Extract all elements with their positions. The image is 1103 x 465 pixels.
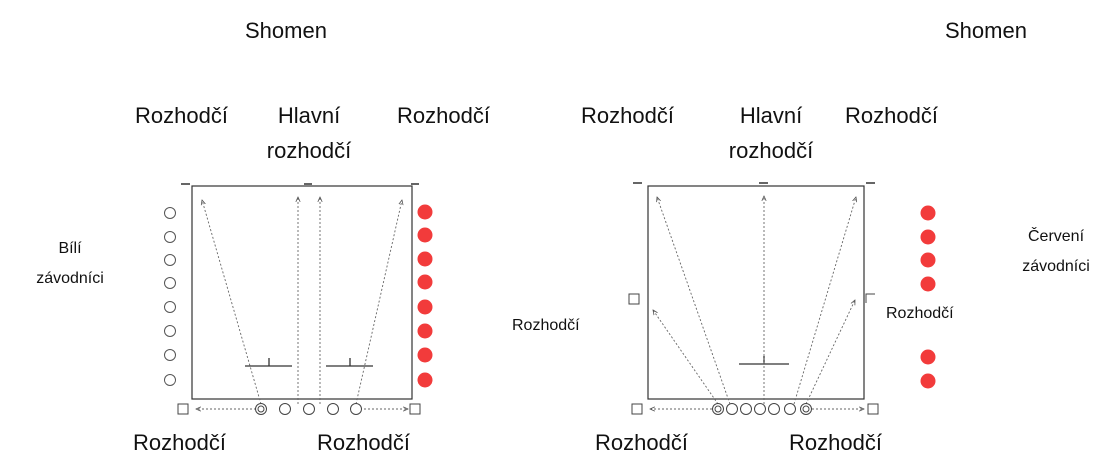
referee-chair [177,403,189,415]
judge-seat [303,403,315,415]
white-competitor [164,207,176,219]
referee-chair [631,403,643,415]
judge-seat [784,403,796,415]
referee-label-right-bottom-left: Rozhodčí [595,430,688,455]
red-competitors-right-court [920,205,936,389]
red-competitor [920,252,936,268]
white-competitors-label: Bílí závodníci [30,238,110,290]
shomen-label-left: Shomen [245,18,327,43]
white-competitor [164,231,176,243]
white-competitor [164,301,176,313]
red-competitors-label: Červení závodníci [1010,226,1102,278]
judge-seat [714,405,722,413]
table-judges-right [712,403,812,415]
referee-label-right-side-left: Rozhodčí [512,317,580,334]
white-competitor [164,277,176,289]
white-competitors-line1: Bílí [58,240,82,257]
head-referee-line1: Hlavní [739,103,803,128]
referee-label-left-bottom-left: Rozhodčí [133,430,226,455]
red-competitors-line1: Červení [1027,228,1085,245]
red-competitor [417,251,433,267]
red-competitor [920,276,936,292]
right-court-boundary [647,185,865,400]
judge-seat [768,403,780,415]
referee-label-left-top-right: Rozhodčí [397,103,490,128]
sight-lines-right [650,196,864,409]
red-competitor [417,372,433,388]
start-lines-left [245,358,373,367]
referee-label-right-top-right: Rozhodčí [845,103,938,128]
side-referee-chair-right [865,293,875,303]
white-competitor [164,254,176,266]
referee-chair [867,403,879,415]
sight-lines-left [196,197,408,409]
white-competitor [164,349,176,361]
red-competitor [417,299,433,315]
red-competitor [920,373,936,389]
referee-label-right-side-right: Rozhodčí [886,305,954,322]
judge-seat [257,405,265,413]
head-referee-line1: Hlavní [277,103,341,128]
head-referee-label-left: Hlavní rozhodčí [267,103,351,164]
judge-seat [740,403,752,415]
red-competitor [920,205,936,221]
side-referee-chair-left [628,293,640,305]
white-competitors [164,207,176,386]
red-competitor [417,323,433,339]
judge-seat [279,403,291,415]
referee-label-left-bottom-right: Rozhodčí [317,430,410,455]
red-competitors-line2: závodníci [1022,258,1090,275]
red-competitor [920,349,936,365]
red-competitor [417,274,433,290]
referee-label-right-top-left: Rozhodčí [581,103,674,128]
right-court [628,182,936,415]
red-competitors-left-court [417,204,433,388]
white-competitor [164,325,176,337]
referee-label-left-top-left: Rozhodčí [135,103,228,128]
judge-seat [802,405,810,413]
head-referee-line2: rozhodčí [266,138,352,163]
red-competitor [920,229,936,245]
red-competitor [417,227,433,243]
left-court [164,183,433,415]
red-competitor [417,347,433,363]
head-referee-label-right: Hlavní rozhodčí [729,103,813,164]
referee-chair [409,403,421,415]
red-competitor [417,204,433,220]
white-competitor [164,374,176,386]
left-court-boundary [191,185,413,400]
judge-seat [327,403,339,415]
table-judges-left [255,403,362,415]
judge-seat [754,403,766,415]
head-referee-line2: rozhodčí [728,138,814,163]
judge-seat [726,403,738,415]
shomen-label-right: Shomen [945,18,1027,43]
referee-label-right-bottom-right: Rozhodčí [789,430,882,455]
judge-seat [350,403,362,415]
white-competitors-line2: závodníci [36,270,104,287]
